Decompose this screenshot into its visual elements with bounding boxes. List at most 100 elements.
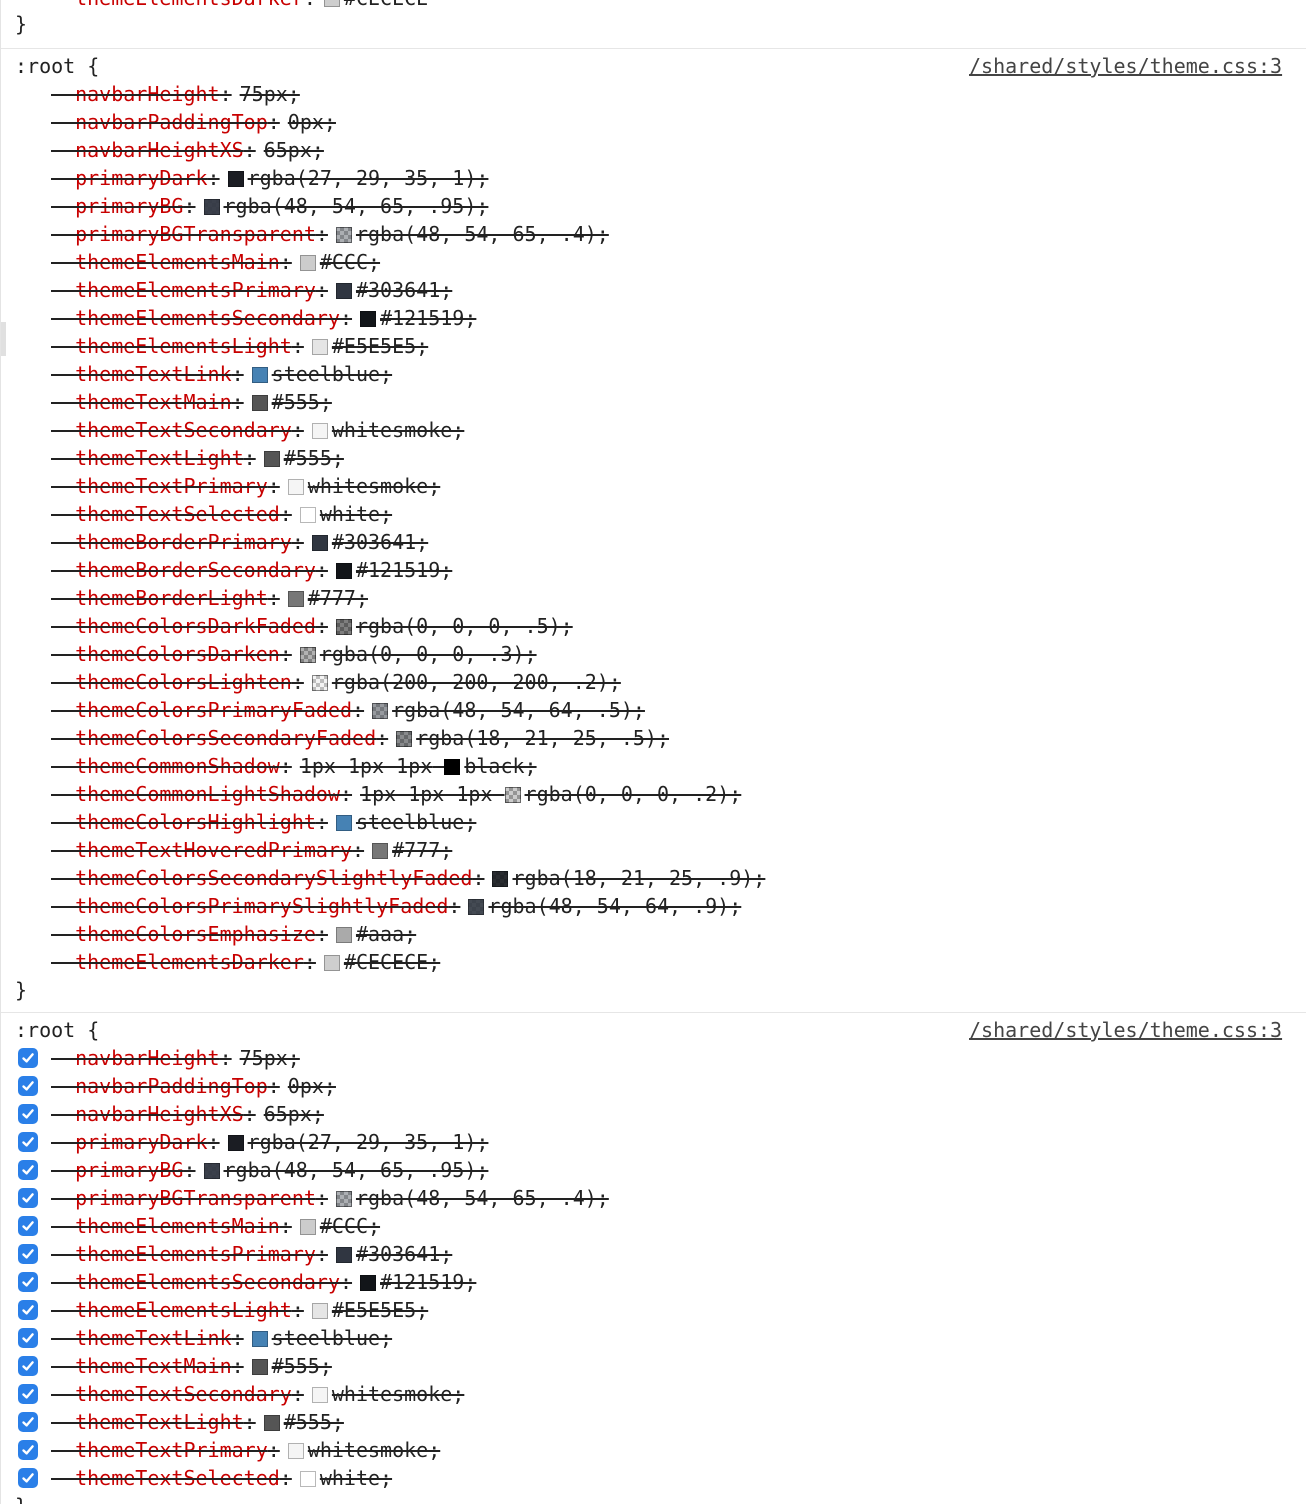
property-row[interactable]: --primaryBG:rgba(48, 54, 65, .95); — [1, 192, 1306, 220]
property-declaration[interactable]: --themeTextHoveredPrimary:#777; — [51, 836, 452, 864]
property-value[interactable]: #E5E5E5; — [331, 1298, 429, 1322]
property-value[interactable]: white; — [319, 502, 393, 526]
property-name[interactable]: --themeTextPrimary — [51, 474, 268, 498]
property-declaration[interactable]: --themeTextPrimary:whitesmoke; — [51, 1436, 440, 1464]
property-name[interactable]: --primaryBGTransparent — [51, 1186, 316, 1210]
color-swatch[interactable] — [299, 1219, 316, 1235]
property-declaration[interactable]: --navbarPaddingTop:0px; — [51, 108, 336, 136]
property-declaration[interactable]: --themeElementsMain:#CCC; — [51, 1212, 380, 1240]
property-declaration[interactable]: --themeBorderSecondary:#121519; — [51, 556, 452, 584]
color-swatch[interactable] — [251, 367, 268, 383]
property-declaration[interactable]: --themeTextLight:#555; — [51, 444, 344, 472]
property-value[interactable]: #303641; — [331, 530, 429, 554]
color-swatch[interactable] — [263, 1415, 280, 1431]
property-value[interactable]: steelblue; — [271, 362, 393, 386]
property-row[interactable]: --themeElementsSecondary:#121519; — [1, 1268, 1306, 1296]
property-value[interactable]: rgba(200, 200, 200, .2); — [331, 670, 621, 694]
property-declaration[interactable]: --themeColorsPrimarySlightlyFaded:rgba(4… — [51, 892, 741, 920]
property-name[interactable]: --themeColorsSecondarySlightlyFaded — [51, 866, 473, 890]
property-row[interactable]: --themeColorsSecondaryFaded:rgba(18, 21,… — [1, 724, 1306, 752]
property-value[interactable]: rgba(0, 0, 0, .3); — [319, 642, 537, 666]
property-declaration[interactable]: --primaryBGTransparent:rgba(48, 54, 65, … — [51, 1184, 609, 1212]
property-row[interactable]: --themeColorsPrimaryFaded:rgba(48, 54, 6… — [1, 696, 1306, 724]
property-value[interactable]: rgba(27, 29, 35, 1); — [247, 166, 489, 190]
color-swatch[interactable] — [311, 535, 328, 551]
splitter-handle[interactable] — [1, 322, 6, 356]
property-row[interactable]: --themeTextPrimary:whitesmoke; — [1, 472, 1306, 500]
color-swatch[interactable] — [360, 1275, 377, 1291]
property-enable-checkbox[interactable] — [18, 1328, 38, 1348]
property-value[interactable]: 65px; — [263, 1102, 324, 1126]
property-enable-checkbox[interactable] — [18, 1412, 38, 1432]
color-swatch[interactable] — [299, 647, 316, 663]
property-enable-checkbox[interactable] — [18, 1104, 38, 1124]
property-declaration[interactable]: --themeTextPrimary:whitesmoke; — [51, 472, 440, 500]
property-value[interactable]: 0px; — [287, 1074, 336, 1098]
property-row[interactable]: --themeColorsHighlight:steelblue; — [1, 808, 1306, 836]
property-name[interactable]: --themeTextSelected — [51, 1466, 280, 1490]
property-name[interactable]: --themeElementsPrimary — [51, 278, 316, 302]
property-row[interactable]: --themeTextLight:#555; — [1, 444, 1306, 472]
property-declaration[interactable]: --themeColorsSecondarySlightlyFaded:rgba… — [51, 864, 765, 892]
color-swatch[interactable] — [504, 787, 521, 803]
source-file-link[interactable]: /shared/styles/theme.css:3 — [969, 1018, 1283, 1042]
property-name[interactable]: --themeTextLink — [51, 1326, 232, 1350]
property-value[interactable]: #CECECE — [344, 0, 428, 10]
property-value[interactable]: #303641; — [355, 1242, 453, 1266]
color-swatch[interactable] — [287, 591, 304, 607]
rule-selector[interactable]: :root{ — [15, 1016, 99, 1044]
property-name[interactable]: --themeTextLight — [51, 1410, 244, 1434]
property-value[interactable]: rgba(48, 54, 65, .95); — [223, 194, 489, 218]
property-declaration[interactable]: --themeTextSecondary:whitesmoke; — [51, 1380, 464, 1408]
property-value[interactable]: rgba(27, 29, 35, 1); — [247, 1130, 489, 1154]
property-row[interactable]: --themeTextSelected:white; — [1, 500, 1306, 528]
property-value[interactable]: rgba(0, 0, 0, .5); — [355, 614, 573, 638]
property-declaration[interactable]: --themeColorsPrimaryFaded:rgba(48, 54, 6… — [51, 696, 645, 724]
color-swatch[interactable] — [311, 423, 328, 439]
property-row[interactable]: --themeElementsMain:#CCC; — [1, 248, 1306, 276]
property-row[interactable]: --navbarHeightXS:65px; — [1, 136, 1306, 164]
property-declaration[interactable]: --navbarHeightXS:65px; — [51, 1100, 324, 1128]
property-row[interactable]: --primaryBGTransparent:rgba(48, 54, 65, … — [1, 1184, 1306, 1212]
color-swatch[interactable] — [287, 479, 304, 495]
property-value-prefix[interactable]: 1px 1px 1px — [360, 782, 493, 806]
property-value[interactable]: 75px; — [239, 1046, 300, 1070]
property-declaration[interactable]: --navbarPaddingTop:0px; — [51, 1072, 336, 1100]
property-declaration[interactable]: --themeElementsSecondary:#121519; — [51, 304, 476, 332]
property-name[interactable]: --navbarHeight — [51, 82, 220, 106]
property-row[interactable]: --themeBorderSecondary:#121519; — [1, 556, 1306, 584]
property-value[interactable]: #121519; — [380, 306, 477, 330]
property-name[interactable]: --themeCommonShadow — [51, 754, 280, 778]
property-declaration[interactable]: --themeCommonLightShadow:1px 1px 1px rgb… — [51, 780, 741, 808]
color-swatch[interactable] — [227, 171, 244, 187]
property-enable-checkbox[interactable] — [18, 1440, 38, 1460]
property-name[interactable]: --themeElementsPrimary — [51, 1242, 316, 1266]
property-declaration[interactable]: --themeColorsDarkFaded:rgba(0, 0, 0, .5)… — [51, 612, 573, 640]
color-swatch[interactable] — [251, 1331, 268, 1347]
property-name[interactable]: --themeCommonLightShadow — [51, 782, 340, 806]
rule-selector[interactable]: :root{ — [15, 52, 99, 80]
property-name[interactable]: --navbarHeightXS — [51, 138, 244, 162]
property-value-prefix[interactable]: 1px 1px 1px — [299, 754, 433, 778]
property-name[interactable]: --navbarPaddingTop — [51, 1074, 268, 1098]
property-value[interactable]: whitesmoke; — [307, 474, 441, 498]
property-name[interactable]: --primaryDark — [51, 1130, 208, 1154]
property-row[interactable]: --themeElementsPrimary:#303641; — [1, 1240, 1306, 1268]
property-declaration[interactable]: --themeBorderLight:#777; — [51, 584, 368, 612]
property-declaration[interactable]: --themeTextSecondary:whitesmoke; — [51, 416, 464, 444]
property-row[interactable]: --themeTextLink:steelblue; — [1, 1324, 1306, 1352]
property-value[interactable]: steelblue; — [271, 1326, 393, 1350]
property-declaration[interactable]: --themeTextSelected:white; — [51, 500, 392, 528]
color-swatch[interactable] — [251, 395, 268, 411]
property-row[interactable]: --themeElementsMain:#CCC; — [1, 1212, 1306, 1240]
property-value[interactable]: #555; — [271, 1354, 332, 1378]
property-declaration[interactable]: --themeElementsPrimary:#303641; — [51, 276, 452, 304]
property-row[interactable]: --primaryDark:rgba(27, 29, 35, 1); — [1, 164, 1306, 192]
property-name[interactable]: --themeElementsMain — [51, 250, 280, 274]
property-name[interactable]: --themeColorsEmphasize — [51, 922, 316, 946]
color-swatch[interactable] — [396, 731, 413, 747]
property-value[interactable]: #555; — [283, 446, 344, 470]
property-value[interactable]: white; — [319, 1466, 393, 1490]
property-declaration[interactable]: --themeColorsDarken:rgba(0, 0, 0, .3); — [51, 640, 537, 668]
property-enable-checkbox[interactable] — [18, 1384, 38, 1404]
